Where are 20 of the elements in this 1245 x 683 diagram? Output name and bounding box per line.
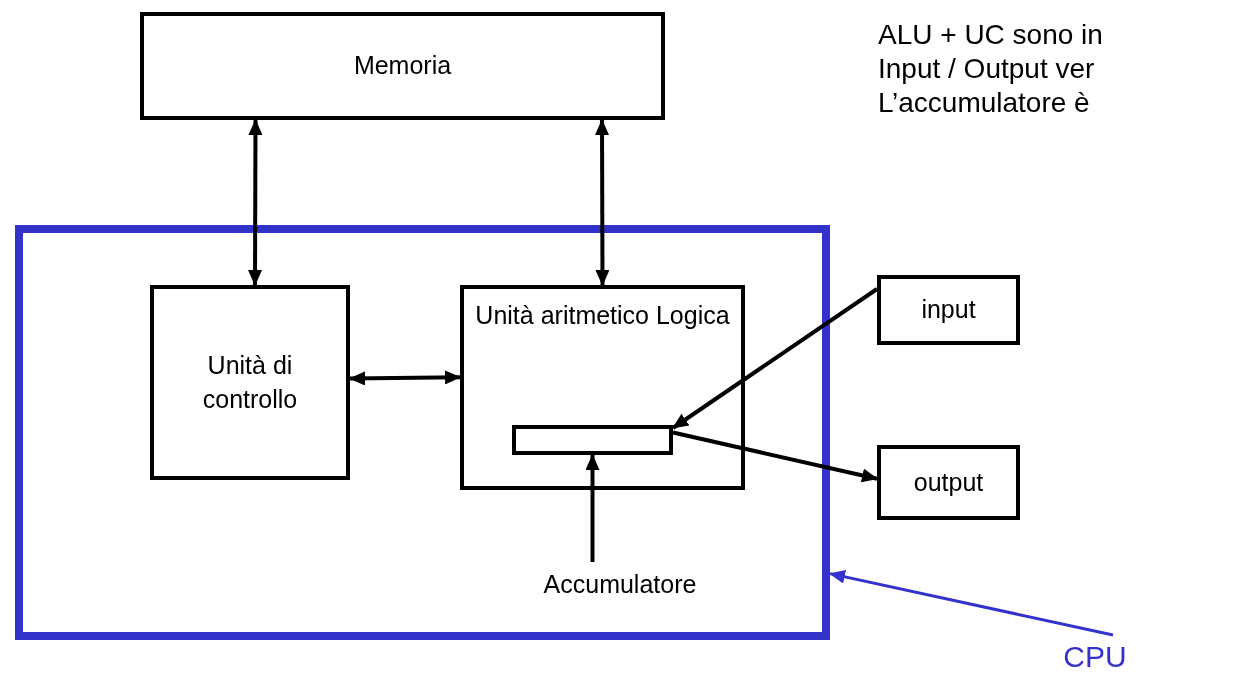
node-label: Accumulatore xyxy=(495,562,745,607)
arrow xyxy=(672,430,878,483)
process-box: Unità di controllo xyxy=(150,285,350,480)
arrow xyxy=(829,569,1114,637)
process-box xyxy=(460,285,745,490)
arrow xyxy=(349,370,461,386)
node-label: CPU xyxy=(1050,635,1140,680)
process-box: output xyxy=(877,445,1020,520)
cpu-frame xyxy=(15,225,830,640)
arrow xyxy=(248,119,263,286)
process-box: Memoria xyxy=(140,12,665,120)
note-text: ALU + UC sono in xyxy=(878,18,1103,52)
register-box xyxy=(512,425,673,455)
note-text: L’accumulatore è xyxy=(878,86,1090,120)
box-title: Unità aritmetico Logica xyxy=(474,300,731,331)
note-text: Input / Output ver xyxy=(878,52,1095,86)
arrow xyxy=(671,287,879,430)
arrow xyxy=(585,454,600,562)
process-box: input xyxy=(877,275,1020,345)
arrow xyxy=(595,119,610,286)
